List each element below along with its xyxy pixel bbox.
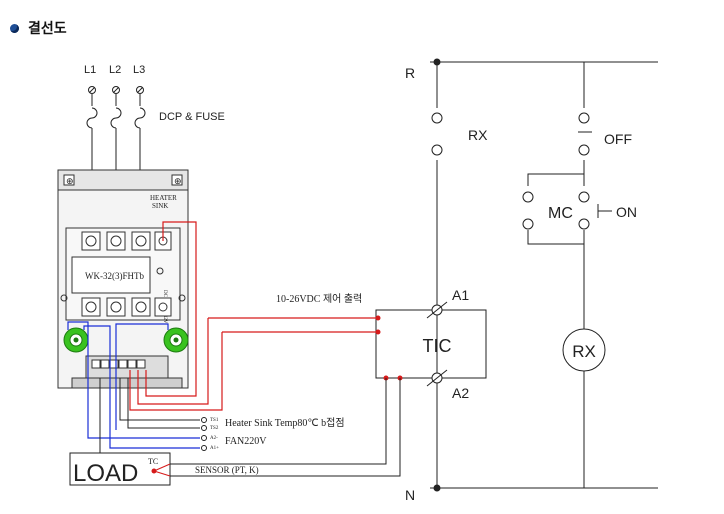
rx-coil [562,328,606,372]
tc-label: TC [148,457,158,466]
mc-hold-branch [520,173,612,245]
tc-wires [153,463,171,477]
phase-label-l2: L2 [109,64,121,76]
fan-right [163,327,189,353]
off-label: OFF [604,131,632,147]
a2-label: A2 [452,385,469,401]
ladder-rails [430,61,658,489]
fan-text: FAN220V [225,436,267,447]
page-title: 결선도 [28,21,67,37]
aux-terminals [201,417,207,451]
a1-label: A1 [452,287,469,303]
sink-label: SINK [152,202,168,210]
tic-terminal-plus [375,329,381,335]
red-control-wires [129,221,378,411]
mc-label: MC [548,205,573,222]
terminal-ts1: TS1 [210,418,219,423]
sink-sensor-wires [99,378,200,456]
terminal-ts2: TS2 [210,426,219,431]
heater-sink-temp-text: Heater Sink Temp80℃ b접점 [225,417,345,429]
rx-contact [428,108,448,160]
sensor-wires [170,378,401,477]
heater-label: HEATER [150,194,177,202]
output-label: 10-26VDC 제어 출력 [276,293,362,305]
rx-coil-label: RX [572,342,596,361]
rail-dots [433,58,441,492]
off-button [575,108,595,160]
tic-box [375,309,487,379]
terminal-a2: A2- [210,436,218,441]
phase-label-l3: L3 [133,64,145,76]
svg-text:⊕: ⊕ [174,177,182,187]
load-label: LOAD [73,460,138,487]
tic-terminal-minus [375,315,381,321]
tic-contacts [426,301,448,387]
ssr-model-label: WK-32(3)FHTb [85,271,144,281]
svg-text:⊕: ⊕ [66,177,74,187]
terminal-a1: A1+ [210,446,219,451]
bullet-icon [10,23,19,33]
dcp-fuse-label: DCP & FUSE [159,111,225,123]
fan-left [63,327,89,353]
ssr-body: ⊕ ⊕ WK-32(3)FHTb DC 4-32V / 42V [57,169,189,389]
phase-label-l1: L1 [84,64,96,76]
section-header: 결선도 [10,18,67,38]
sensor-label: SENSOR (PT, K) [195,465,259,475]
on-label: ON [616,204,637,220]
rail-label-n: N [405,487,415,503]
rail-label-r: R [405,65,415,81]
rx-contact-label: RX [468,127,488,143]
blue-fan-wires [67,321,200,449]
